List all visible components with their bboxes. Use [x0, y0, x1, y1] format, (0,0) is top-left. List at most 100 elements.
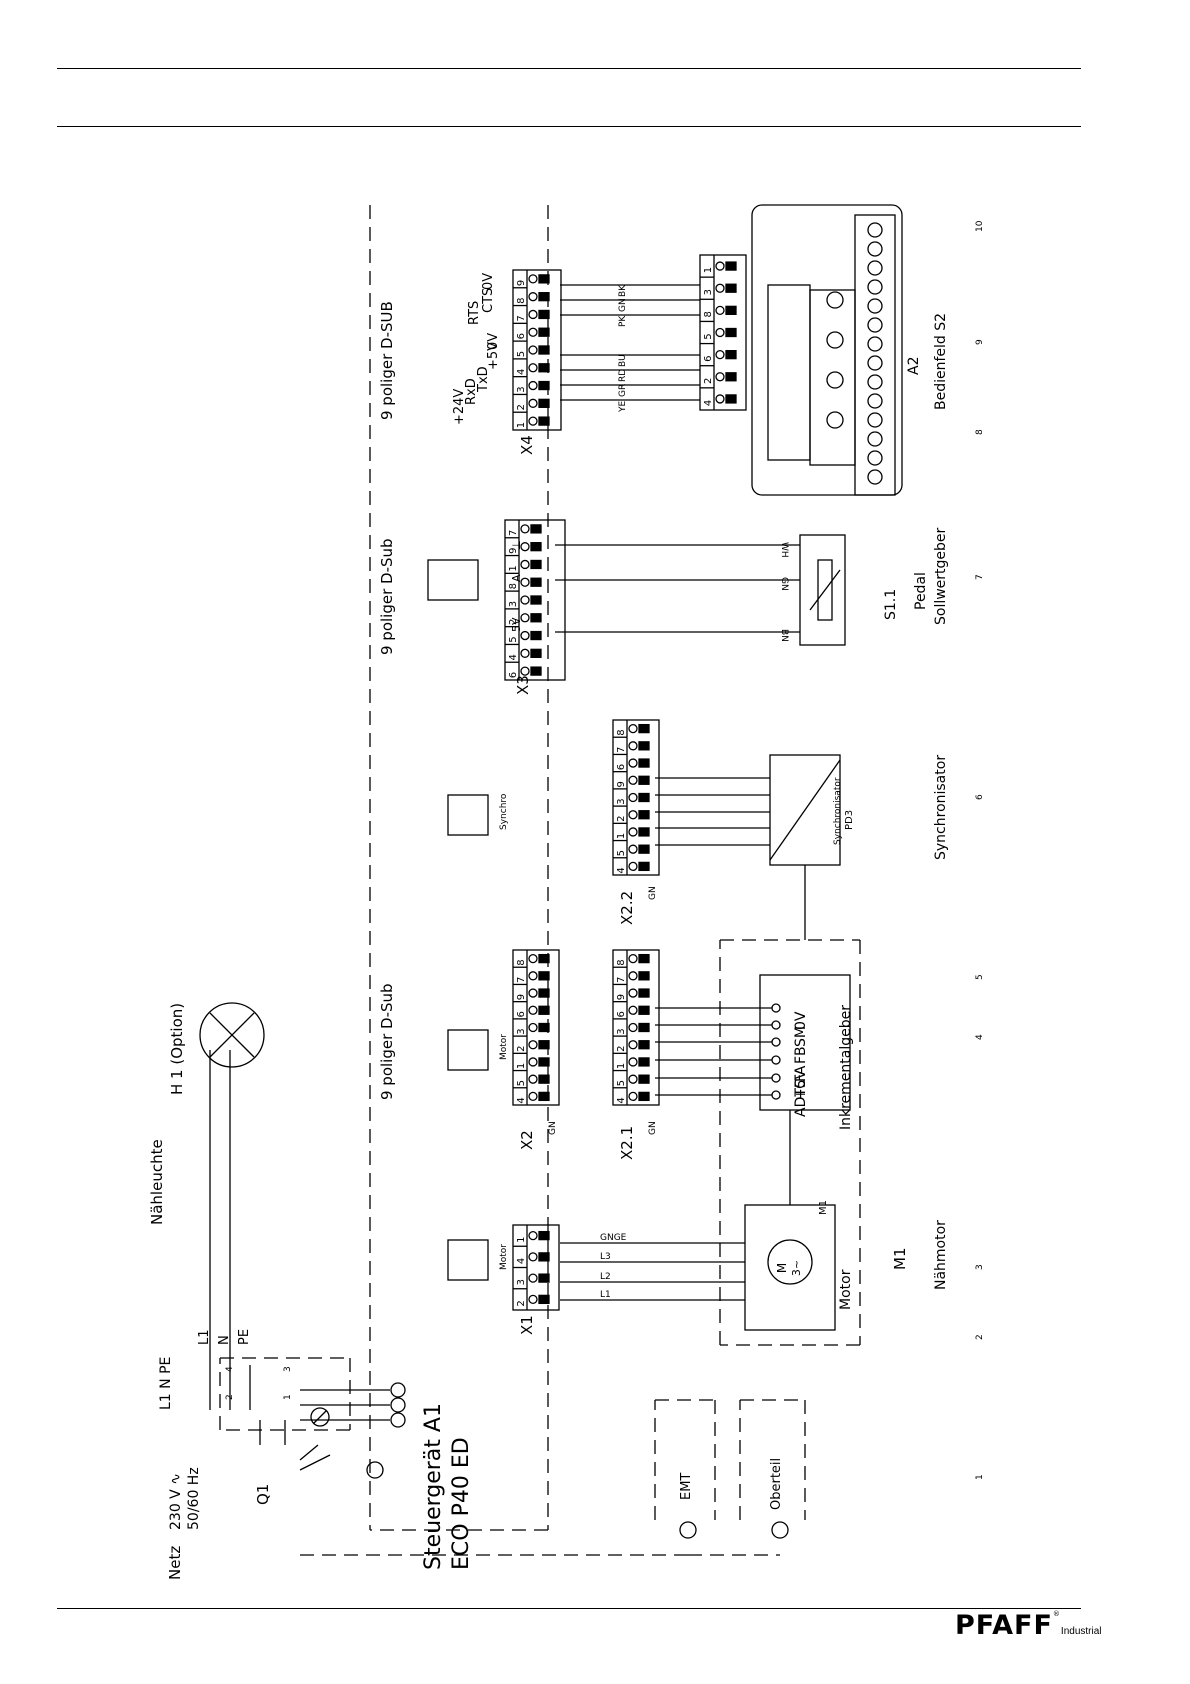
grid-number: 3 [975, 1264, 985, 1270]
x4-pin-number: 5 [516, 351, 527, 357]
x2-label: X2 [518, 1130, 536, 1150]
x3-socket [520, 648, 530, 658]
x2-pin-number: 8 [516, 959, 527, 965]
s2-plug-pin [725, 394, 737, 404]
x4-socket [528, 327, 538, 337]
grid-number: 7 [975, 574, 985, 580]
x2-pin-number: 6 [516, 1011, 527, 1017]
encoder-terminal [771, 1073, 781, 1083]
panel-button [867, 469, 883, 485]
motor-icon [447, 1239, 489, 1281]
x2-1-socket [628, 1057, 638, 1067]
lamp-id: H 1 (Option) [168, 1003, 186, 1095]
x3-pin-number: 8 [508, 583, 519, 589]
x3-signal: A [510, 574, 523, 582]
x3-pin [530, 666, 542, 676]
panel-led [826, 291, 844, 309]
pedal-icon [427, 559, 479, 601]
supply-output-terminal [390, 1382, 406, 1398]
grid-number: 10 [975, 220, 985, 232]
s2-plug-pin-number: 3 [703, 289, 714, 295]
x2-pin-number: 2 [516, 1046, 527, 1052]
x2-2-pin [638, 758, 650, 768]
panel-led [826, 371, 844, 389]
x2-2-pin [638, 810, 650, 820]
x2-body [512, 949, 560, 1106]
line-label-l1: L1 [197, 1329, 212, 1345]
x2-1-pin [638, 1022, 650, 1033]
x1-pin-number: 3 [516, 1279, 527, 1285]
header-rule-top [57, 68, 1081, 69]
panel-button [867, 222, 883, 238]
motor-id-outer: M1 [891, 1248, 909, 1271]
x2-2-socket [628, 792, 638, 803]
panel-led [826, 411, 844, 429]
x4-pin-number: 7 [516, 315, 527, 321]
oberteil-earth [771, 1521, 789, 1539]
x4-pin-number: 1 [516, 422, 527, 428]
x3-socket [520, 613, 530, 623]
s2-plug-socket [715, 349, 725, 360]
panel-button [867, 393, 883, 409]
panel-wire-tag: GN [618, 298, 628, 312]
encoder-terminal [771, 1003, 781, 1013]
x2-pin-number: 5 [516, 1080, 527, 1086]
synchro-icon-label: Synchro [499, 793, 509, 830]
x3-socket [520, 595, 530, 605]
panel-button [867, 317, 883, 333]
x1-pin [538, 1252, 550, 1262]
grid-number: 9 [975, 339, 985, 345]
line-label-n: N [217, 1335, 232, 1345]
x1-pin-number: 2 [516, 1300, 527, 1306]
panel-button [867, 412, 883, 428]
x2-pin [538, 971, 550, 981]
x2-1-pin [638, 953, 650, 964]
panel-button [867, 374, 883, 390]
x2-2-socket [628, 861, 638, 872]
encoder-signal: 0V [793, 1011, 809, 1030]
x3-socket [520, 666, 530, 676]
panel-button [867, 241, 883, 257]
x2-socket [528, 1040, 538, 1050]
panel-button [867, 450, 883, 466]
encoder-signal: FA [793, 1065, 809, 1082]
encoder-title: Inkrementalgeber [838, 1005, 854, 1130]
pedal-wire-tag: WH [779, 542, 789, 558]
motor-symbol [767, 1239, 813, 1285]
x2-pin [538, 1040, 550, 1050]
x3-pin [530, 559, 542, 570]
motor-icon-label: Motor [499, 1244, 509, 1270]
x3-pin [530, 542, 542, 552]
switch-label: Q1 [254, 1484, 272, 1505]
x2-pin [538, 953, 550, 964]
voltage-label: 230 V ∿ [168, 1473, 184, 1530]
x1-wire-tag: L3 [600, 1252, 611, 1262]
x4-pin-number: 6 [516, 333, 527, 339]
x1-label: X1 [518, 1315, 536, 1335]
lamp-label: Nähleuchte [148, 1139, 166, 1225]
s2-plug-pin [725, 283, 737, 293]
motor-icon [447, 1029, 489, 1071]
x2-1-pin [638, 1040, 650, 1050]
pedal-wire-tag: GN [779, 577, 789, 591]
x1-pin [538, 1294, 550, 1305]
x2-1-pin-number: 9 [616, 994, 627, 1000]
oberteil-label: Oberteil [769, 1458, 784, 1510]
x2-1-socket [628, 1022, 638, 1033]
earth-symbol [310, 1407, 330, 1427]
dsub-label-pedal: 9 poliger D-Sub [378, 538, 396, 655]
x3-pin-number: 4 [508, 654, 519, 660]
panel-wire-tag: RD [618, 369, 628, 382]
panel-button [867, 298, 883, 314]
footer-rule [57, 1608, 1081, 1609]
x2-2-body [612, 719, 660, 876]
x1-socket [528, 1294, 538, 1305]
lamp-circle [199, 1002, 265, 1068]
controller-earth [366, 1461, 384, 1479]
x2-1-pin [638, 1057, 650, 1067]
x3-pin-number: 6 [508, 672, 519, 678]
x2-2-socket [628, 810, 638, 820]
s2-plug-socket [715, 261, 725, 271]
